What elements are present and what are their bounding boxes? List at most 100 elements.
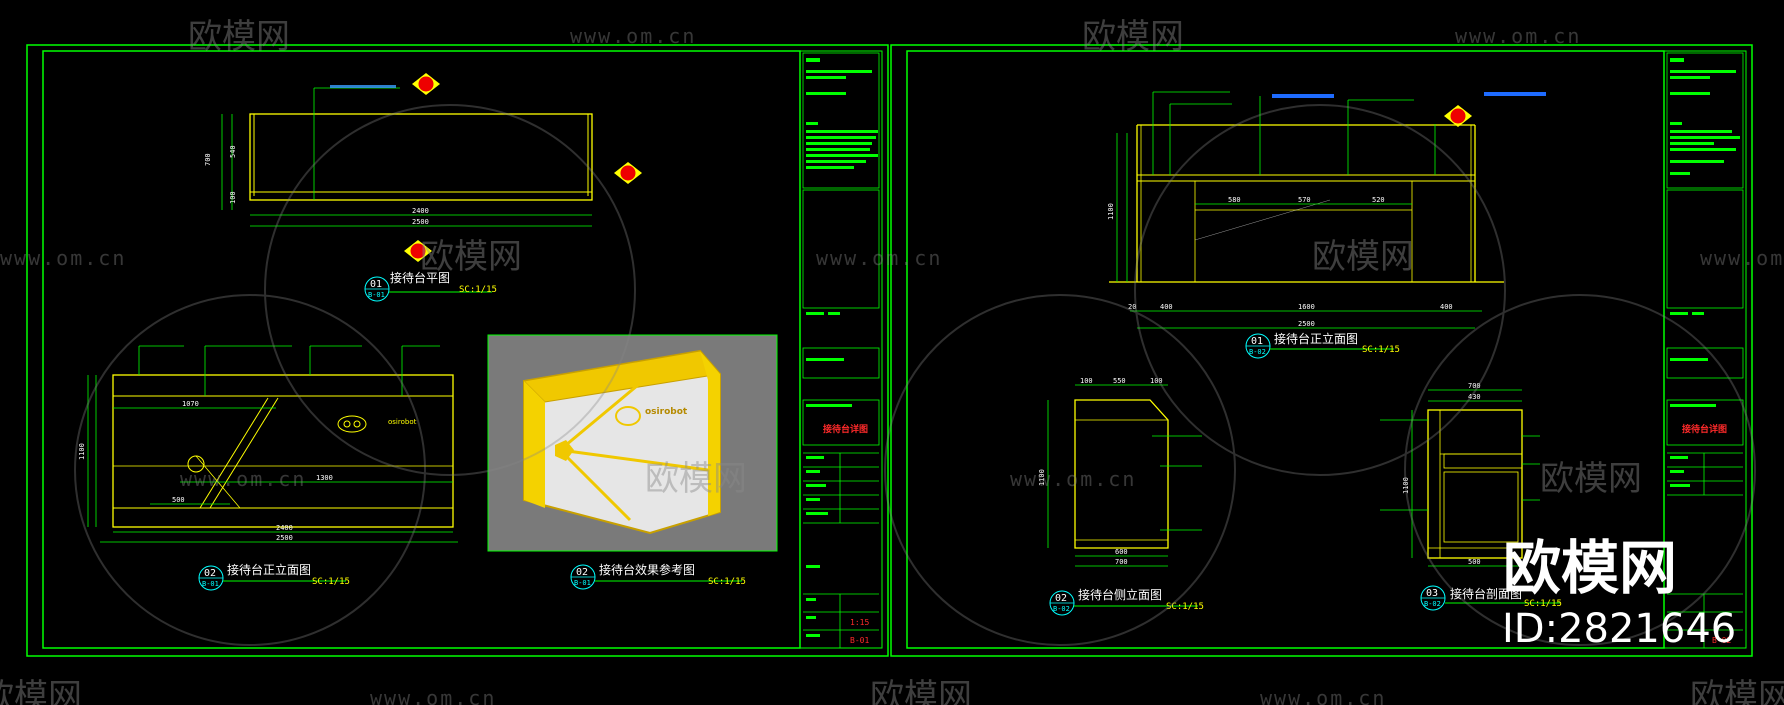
dim-section-430: 430 (1468, 393, 1481, 401)
section-marker-right[interactable] (614, 162, 642, 184)
dim-plan-2400: 2400 (412, 207, 429, 215)
watermark-url-9: www.om.cn (1260, 686, 1386, 705)
render-reference: osirobot 02 B-01 接待台效果参考图 SC:1/15 (487, 334, 778, 590)
watermark-brand-1: 欧模网 (188, 17, 290, 57)
left-title-block-scale: 1:15 (850, 618, 869, 627)
section-marker-bottom[interactable] (404, 240, 432, 262)
right-sheet: 1100 580 570 520 20 400 1600 400 2500 01… (890, 44, 1753, 657)
side-elevation-number: 02 (1055, 593, 1067, 604)
front-elevation-left-scale: SC:1/15 (312, 577, 350, 587)
render-number: 02 (576, 567, 588, 578)
counter-plan-outline (249, 113, 593, 201)
left-sheet: 700 540 100 2400 2500 01 B (26, 44, 889, 657)
side-elevation-scale: SC:1/15 (1166, 602, 1204, 612)
dim-side-600: 600 (1115, 548, 1128, 556)
right-title-block: 接待台详图 B-02 (1663, 50, 1747, 649)
dim-side-700: 700 (1115, 558, 1128, 566)
right-title-block-drawing-name: 接待台详图 (1682, 423, 1727, 435)
plan-ref: B-01 (368, 291, 385, 299)
section-view: 700 430 1100 500 03 B-02 接待台剖面图 SC:1/15 (1380, 382, 1562, 611)
elevation-logo-text: osirobot (388, 418, 417, 426)
right-sheet-outer-frame (890, 44, 1753, 657)
section-marker-top[interactable] (412, 73, 440, 95)
front-elevation-right-title: 接待台正立面图 (1274, 331, 1358, 346)
dim-elev-500: 500 (172, 496, 185, 504)
plan-scale: SC:1/15 (459, 285, 497, 295)
watermark-brand-4: 欧模网 (1312, 237, 1414, 277)
section-title: 接待台剖面图 (1450, 586, 1522, 601)
dim-r-elev-20: 20 (1128, 303, 1136, 311)
watermark-brand-9: 欧模网 (1690, 677, 1784, 705)
dim-section-500: 500 (1468, 558, 1481, 566)
left-title-block-sheet-no: B-01 (850, 636, 869, 645)
highlight-bar-right (1484, 92, 1546, 96)
dim-plan-2500: 2500 (412, 218, 429, 226)
front-elevation-left-title: 接待台正立面图 (227, 562, 311, 577)
watermark-brand-2: 欧模网 (1082, 17, 1184, 57)
watermark-url-3: www.om.cn (0, 246, 126, 270)
left-sheet-outer-frame (26, 44, 889, 657)
dim-r-elev-2500: 2500 (1298, 320, 1315, 328)
render-ref: B-01 (574, 579, 591, 587)
counter-elevation-outline (112, 374, 454, 528)
section-marker-right-sheet[interactable] (1444, 105, 1472, 127)
front-elevation-right-scale: SC:1/15 (1362, 345, 1400, 355)
dim-r-elev-400b: 400 (1440, 303, 1453, 311)
corner-brand-id: ID:2821646 (1502, 606, 1736, 652)
right-title-block-sheet-no: B-02 (1712, 636, 1731, 645)
front-elevation-left: osirobot 1100 1070 1300 500 2400 2500 (78, 345, 458, 591)
dim-side-100b: 100 (1150, 377, 1163, 385)
front-elevation-right-number: 01 (1251, 336, 1263, 347)
side-elevation: 100 550 100 1100 600 700 02 B-02 接待台侧立面图… (1038, 377, 1204, 616)
section-ref: B-02 (1424, 600, 1441, 608)
corner-brand-text: 欧模网 (1503, 534, 1677, 602)
watermark-url-8: www.om.cn (370, 686, 496, 705)
section-scale: SC:1/15 (1524, 599, 1562, 609)
dim-side-1100: 1100 (1038, 469, 1046, 486)
render-scale: SC:1/15 (708, 577, 746, 587)
dim-r-elev-1100: 1100 (1107, 203, 1115, 220)
left-title-block: 接待台详图 1:15 B-01 (799, 50, 883, 649)
watermark-brand-3: 欧模网 (420, 237, 522, 277)
corner-brand-stamp: 欧模网 ID:2821646 (1502, 534, 1736, 652)
dim-elev-2500: 2500 (276, 534, 293, 542)
watermark-url-4: www.om.cn (816, 246, 942, 270)
dim-section-1100: 1100 (1402, 477, 1410, 494)
dim-section-700: 700 (1468, 382, 1481, 390)
dim-r-elev-570: 570 (1298, 196, 1311, 204)
watermark-brand-6: 欧模网 (1540, 459, 1642, 499)
section-number: 03 (1426, 588, 1438, 599)
dim-r-elev-1600: 1600 (1298, 303, 1315, 311)
front-elevation-left-ref: B-01 (202, 580, 219, 588)
dim-plan-700: 700 (204, 153, 212, 166)
dim-r-elev-520: 520 (1372, 196, 1385, 204)
watermark-url-2: www.om.cn (1455, 24, 1581, 48)
highlight-bar-left (1272, 94, 1334, 98)
front-elevation-left-number: 02 (204, 568, 216, 579)
side-elevation-title: 接待台侧立面图 (1078, 587, 1162, 602)
front-elevation-right-ref: B-02 (1249, 348, 1266, 356)
watermark-url-5: www.om.cn (1700, 246, 1784, 270)
watermark-url-6: www.om.cn (180, 467, 306, 491)
dim-elev-1100: 1100 (78, 443, 86, 460)
dim-r-elev-400a: 400 (1160, 303, 1173, 311)
watermark-url-7: www.om.cn (1010, 467, 1136, 491)
dim-side-100a: 100 (1080, 377, 1093, 385)
front-elevation-right: 1100 580 570 520 20 400 1600 400 2500 01… (1107, 91, 1546, 359)
watermark-brand-8: 欧模网 (870, 677, 972, 705)
watermark-url-1: www.om.cn (570, 24, 696, 48)
plan-view: 700 540 100 2400 2500 01 B (204, 73, 642, 302)
dim-plan-540: 540 (229, 145, 237, 158)
plan-number: 01 (370, 279, 382, 290)
left-title-block-drawing-name: 接待台详图 (823, 423, 868, 435)
dim-plan-100: 100 (229, 191, 237, 204)
dim-elev-1300: 1300 (316, 474, 333, 482)
watermark-brand-5: 欧模网 (645, 459, 747, 499)
dim-r-elev-580: 580 (1228, 196, 1241, 204)
render-brand-text: osirobot (645, 407, 688, 417)
watermark-layer: 欧模网 www.om.cn 欧模网 www.om.cn www.om.cn 欧模… (0, 17, 1784, 705)
plan-title: 接待台平图 (390, 270, 450, 285)
dim-side-550: 550 (1113, 377, 1126, 385)
